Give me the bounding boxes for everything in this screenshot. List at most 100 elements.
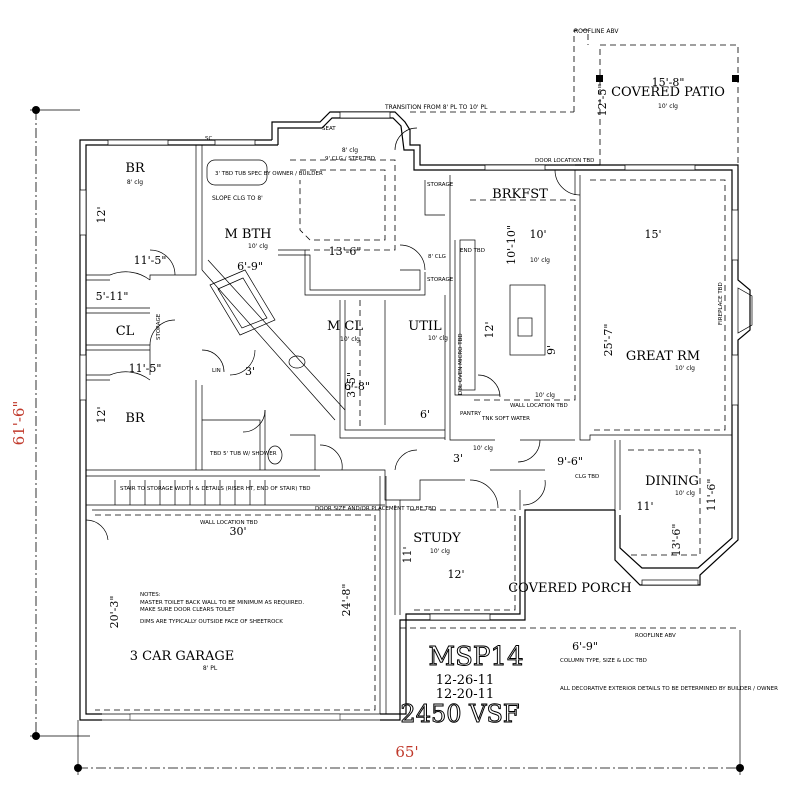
svg-text:8' PL: 8' PL <box>203 665 218 672</box>
svg-text:11'-6": 11'-6" <box>705 479 718 512</box>
svg-text:11'-5": 11'-5" <box>134 254 167 267</box>
overall-width-label: 65' <box>395 743 418 761</box>
svg-text:STORAGE: STORAGE <box>156 313 162 340</box>
svg-text:ROOFLINE ABV: ROOFLINE ABV <box>574 28 619 35</box>
svg-text:8' clg: 8' clg <box>342 147 358 154</box>
svg-text:FIREPLACE TBD: FIREPLACE TBD <box>718 282 724 325</box>
svg-text:9'-6": 9'-6" <box>557 455 583 468</box>
svg-text:6'-9": 6'-9" <box>572 640 598 653</box>
svg-text:9' CLG / STEP TBD: 9' CLG / STEP TBD <box>325 156 375 162</box>
svg-text:10': 10' <box>529 228 546 241</box>
svg-text:12'-5": 12'-5" <box>596 84 609 117</box>
covered-patio: COVERED PATIO 10' clg 15'-8" 12'-5" ROOF… <box>384 28 739 165</box>
svg-text:LIN: LIN <box>212 368 221 374</box>
svg-text:TNK SOFT WATER: TNK SOFT WATER <box>481 416 530 422</box>
svg-text:NOTES:: NOTES: <box>140 592 161 598</box>
room-br2: BR <box>125 411 146 426</box>
svg-text:DOOR LOCATION TBD: DOOR LOCATION TBD <box>535 158 594 164</box>
svg-text:11': 11' <box>401 546 414 563</box>
svg-text:ROOFLINE ABV: ROOFLINE ABV <box>635 633 676 639</box>
svg-text:11': 11' <box>636 500 653 513</box>
svg-text:DBL OVEN MICRO TBD: DBL OVEN MICRO TBD <box>458 333 464 395</box>
room-dining: DINING <box>645 474 699 489</box>
plan-area: 2450 VSF <box>400 700 519 728</box>
svg-text:TRANSITION FROM 8' PL TO 10' P: TRANSITION FROM 8' PL TO 10' PL <box>384 104 488 111</box>
svg-text:10' clg: 10' clg <box>430 548 450 555</box>
svg-text:6'-8": 6'-8" <box>344 380 370 393</box>
svg-text:10' clg: 10' clg <box>248 243 268 250</box>
svg-text:9': 9' <box>545 345 558 355</box>
patio-label: COVERED PATIO <box>611 85 725 100</box>
svg-text:6'-9": 6'-9" <box>237 260 263 273</box>
plan-title: MSP14 <box>428 642 523 672</box>
svg-text:6': 6' <box>420 408 430 421</box>
overall-dimensions: 61'-6" 65' <box>10 106 744 775</box>
room-mbth: M BTH <box>224 227 271 242</box>
svg-text:15': 15' <box>644 228 661 241</box>
svg-text:12': 12' <box>95 406 108 423</box>
room-garage: 3 CAR GARAGE <box>130 649 234 664</box>
room-cl: CL <box>116 324 135 339</box>
svg-text:30': 30' <box>229 525 246 538</box>
svg-text:10' clg: 10' clg <box>340 336 360 343</box>
svg-text:10' clg: 10' clg <box>428 335 448 342</box>
svg-text:25'-7": 25'-7" <box>602 324 615 357</box>
svg-text:10' clg: 10' clg <box>535 392 555 399</box>
svg-text:15'-8": 15'-8" <box>652 76 685 89</box>
room-labels: BR 8' clg 12' 11'-5" M BTH 10' clg 6'-9"… <box>95 126 718 672</box>
room-porch: COVERED PORCH <box>508 581 632 596</box>
svg-text:11'-5": 11'-5" <box>129 362 162 375</box>
svg-text:MASTER TOILET BACK WALL TO BE: MASTER TOILET BACK WALL TO BE MINIMUM AS… <box>140 600 304 606</box>
svg-text:SLOPE CLG TO 8': SLOPE CLG TO 8' <box>212 195 263 202</box>
svg-text:12': 12' <box>483 321 496 338</box>
svg-text:COLUMN TYPE, SIZE & LOC TBD: COLUMN TYPE, SIZE & LOC TBD <box>560 658 647 664</box>
room-util: UTIL <box>408 319 442 334</box>
annotations: DOOR LOCATION TBD STORAGE STORAGE 8' CLG… <box>120 136 778 692</box>
exterior-walls <box>79 111 751 721</box>
title-block: MSP14 12-26-11 12-20-11 2450 VSF <box>400 642 524 729</box>
svg-text:STAIR TO STORAGE WIDTH & DETAI: STAIR TO STORAGE WIDTH & DETAILS (RISER … <box>120 486 310 492</box>
room-brkfst: BRKFST <box>492 187 548 202</box>
svg-text:12': 12' <box>95 206 108 223</box>
room-br1: BR <box>125 161 146 176</box>
svg-text:24'-8": 24'-8" <box>340 584 353 617</box>
svg-text:10' clg: 10' clg <box>675 490 695 497</box>
svg-text:END TBD: END TBD <box>460 248 485 254</box>
plan-date-2: 12-20-11 <box>436 687 494 702</box>
svg-text:13'-6": 13'-6" <box>670 524 683 557</box>
svg-text:20'-3": 20'-3" <box>108 596 121 629</box>
svg-text:DIMS ARE TYPICALLY OUTSIDE FAC: DIMS ARE TYPICALLY OUTSIDE FACE OF SHEET… <box>140 619 283 625</box>
svg-text:10' clg: 10' clg <box>473 445 493 452</box>
svg-text:5'-11": 5'-11" <box>96 290 129 303</box>
svg-text:DOOR SIZE AND/OR PLACEMENT TO: DOOR SIZE AND/OR PLACEMENT TO BE TBD <box>315 506 436 512</box>
svg-text:3'-5": 3'-5" <box>345 372 358 398</box>
svg-text:8' CLG: 8' CLG <box>428 254 446 260</box>
plan-date-1: 12-26-11 <box>436 673 494 688</box>
svg-text:10' clg: 10' clg <box>658 103 678 110</box>
svg-text:3': 3' <box>453 452 463 465</box>
svg-text:12': 12' <box>447 568 464 581</box>
svg-text:PANTRY: PANTRY <box>460 411 482 417</box>
svg-text:WALL LOCATION TBD: WALL LOCATION TBD <box>200 520 258 526</box>
room-study: STUDY <box>413 531 461 546</box>
svg-text:13'-6": 13'-6" <box>329 245 362 258</box>
svg-text:SC: SC <box>205 136 212 142</box>
svg-text:WALL LOCATION TBD: WALL LOCATION TBD <box>510 403 568 409</box>
svg-text:STORAGE: STORAGE <box>427 182 454 188</box>
svg-text:MAKE SURE DOOR CLEARS TOILET: MAKE SURE DOOR CLEARS TOILET <box>140 607 235 613</box>
svg-text:8' clg: 8' clg <box>127 179 143 186</box>
svg-text:CLG TBD: CLG TBD <box>575 474 599 480</box>
svg-text:TBD 5' TUB W/ SHOWER: TBD 5' TUB W/ SHOWER <box>209 451 277 457</box>
room-mcl: M CL <box>327 319 363 334</box>
svg-text:10'-10": 10'-10" <box>505 225 518 265</box>
stair <box>114 480 266 505</box>
interior-walls <box>85 145 753 714</box>
svg-text:SEAT: SEAT <box>322 126 336 132</box>
svg-text:STORAGE: STORAGE <box>427 277 454 283</box>
svg-text:3': 3' <box>245 365 255 378</box>
svg-text:10' clg: 10' clg <box>675 365 695 372</box>
overall-depth-label: 61'-6" <box>10 401 28 446</box>
doors <box>85 127 581 541</box>
ceiling-lines <box>95 159 740 711</box>
